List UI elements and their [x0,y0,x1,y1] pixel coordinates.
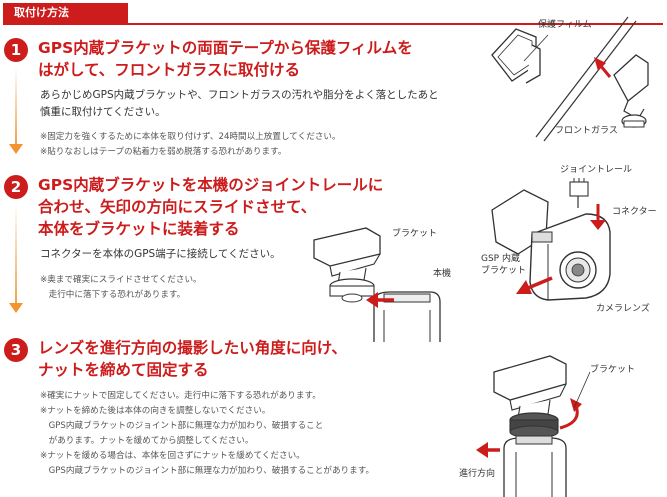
step-3-note-3: GPS内蔵ブラケットのジョイント部に無理な力が加わり、破損すること [40,421,324,431]
label-protective-film: 保護フィルム [538,20,592,30]
step-1-flow-line [15,66,17,144]
label-travel-direction: 進行方向 [459,469,496,479]
step-3-number-badge: 3 [4,338,28,362]
step-1-note-1: ※固定力を強くするために本体を取り付けず、24時間以上放置してください。 [40,132,341,142]
step-3-note-4: があります。ナットを緩めてから調整してください。 [40,436,254,446]
step-2-title-line-3: 本体をブラケットに装着する [38,220,240,238]
step-1-note-2: ※貼りなおしはテープの粘着力を弱め脱落する恐れがあります。 [40,147,287,157]
step-3-note-2: ※ナットを締めた後は本体の向きを調整しないでください。 [40,406,271,416]
step-3-note-1: ※確実にナットで固定してください。走行中に落下する恐れがあります。 [40,391,321,401]
step-3-nut-diagram [476,355,591,497]
step-1-bracket-diagram [491,16,649,142]
step-2-title-line-2: 合わせ、矢印の方向にスライドさせて、 [38,198,317,216]
section-header-tab: 取付け方法 [3,3,128,23]
step-2-flow-line [15,203,17,303]
step-2-title-line-1: GPS内蔵ブラケットを本機のジョイントレールに [38,176,384,194]
step-1-title-line-2: はがして、フロントガラスに取付ける [38,61,300,79]
label-front-glass: フロントガラス [555,126,618,136]
step-1-title-line-1: GPS内蔵ブラケットの両面テープから保護フィルムを [38,39,413,57]
label-gps-bracket-line-2: ブラケット [481,266,527,276]
label-bracket-step-3: ブラケット [590,365,636,375]
step-2-camera-diagram [491,178,611,301]
step-1-arrow-down-icon [9,144,23,154]
label-body-unit: 本機 [433,269,452,279]
step-3-note-5: ※ナットを緩める場合は、本体を回さずにナットを緩めてください。 [40,451,305,461]
label-bracket-step-2: ブラケット [392,229,438,239]
step-2-note-2: 走行中に落下する恐れがあります。 [40,290,186,300]
header-rule [3,23,663,25]
label-joint-rail: ジョイントレール [560,165,633,175]
label-connector: コネクター [612,207,657,217]
step-3-title-line-1: レンズを進行方向の撮影したい角度に向け、 [38,339,347,357]
step-2-body-line-1: コネクターを本体のGPS端子に接続してください。 [40,248,281,260]
step-2-arrow-down-icon [9,303,23,313]
step-2-note-1: ※奥まで確実にスライドさせてください。 [40,275,202,285]
step-1-body-line-2: 慎重に取付けてください。 [40,106,166,118]
step-2-number-badge: 2 [4,175,28,199]
step-3-note-6: GPS内蔵ブラケットのジョイント部に無理な力が加わり、破損することがあります。 [40,466,375,476]
step-1-body-line-1: あらかじめGPS内蔵ブラケットや、フロントガラスの汚れや脂分をよく落としたあと [40,89,439,101]
step-2-slide-diagram [313,227,441,342]
step-1-number-badge: 1 [4,38,28,62]
step-3-title-line-2: ナットを締めて固定する [38,361,209,379]
label-gps-bracket-line-1: GSP 内蔵 [481,254,520,264]
label-camera-lens: カメラレンズ [596,304,650,314]
